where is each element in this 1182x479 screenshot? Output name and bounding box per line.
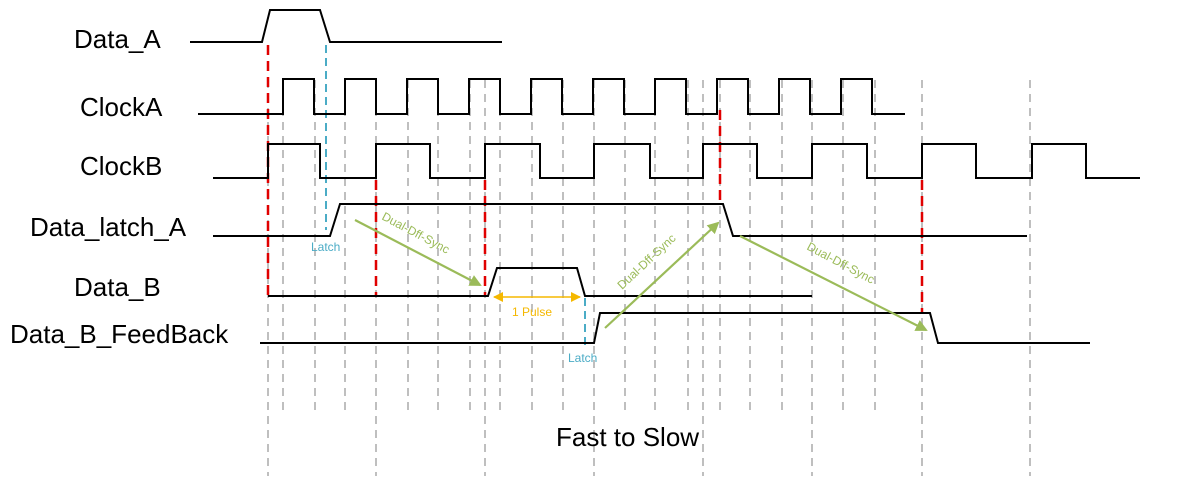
clock-b-waveform [213,143,1140,179]
sync-arrow-1 [354,219,482,286]
sync-arrow-2 [604,221,720,329]
pulse-label: 1 Pulse [512,305,552,319]
sync-arrow-3 [739,235,928,331]
data-b-feedback-waveform [260,312,1090,344]
red-edge-markers [266,45,924,313]
latch-label-2: Latch [568,351,597,365]
sync-label-1: Dual-Dff-Sync [380,209,452,256]
signal-labels: Data_A ClockA ClockB Data_latch_A Data_B… [10,24,229,349]
latch-markers [325,45,586,345]
signal-label-data-a: Data_A [74,24,161,54]
data-a-waveform [190,9,502,43]
sync-label-3: Dual-Dff-Sync [805,239,877,286]
signal-label-clock-a: ClockA [80,92,163,122]
data-b-waveform [268,267,812,297]
signal-label-data-b: Data_B [74,272,161,302]
latch-label-1: Latch [311,240,340,254]
vertical-grid-lines [267,80,1031,476]
clock-a-waveform [198,78,905,115]
data-latch-a-waveform [213,203,1027,237]
signal-label-data-b-feedback: Data_B_FeedBack [10,319,229,349]
signal-label-clock-b: ClockB [80,151,162,181]
diagram-caption: Fast to Slow [556,422,699,452]
signal-label-data-latch-a: Data_latch_A [30,212,187,242]
